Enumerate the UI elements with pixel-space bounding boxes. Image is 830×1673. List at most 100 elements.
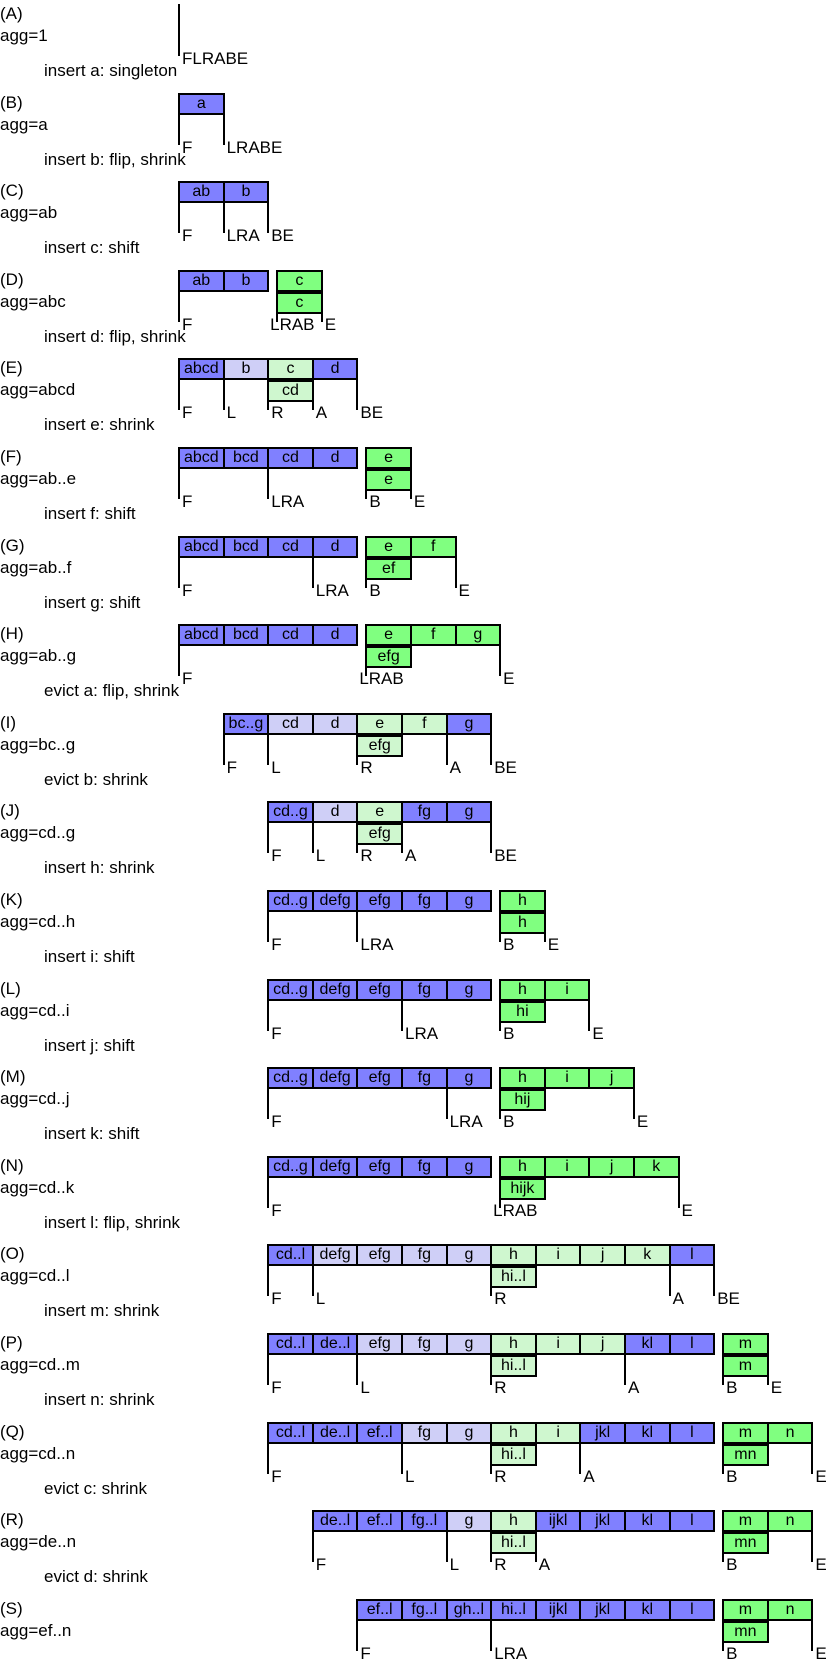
queue-cell: kl — [624, 1510, 671, 1533]
queue-cell: j — [588, 1155, 635, 1178]
pointer-label: L — [226, 403, 237, 423]
queue-cell: c — [267, 358, 314, 381]
pointer-line — [499, 646, 502, 677]
queue-cell: fg — [401, 1421, 448, 1444]
step-label: (S) — [0, 1598, 23, 1618]
queue-cell: g — [445, 978, 493, 1001]
pointer-line — [178, 646, 180, 677]
queue-cell: efg — [356, 978, 403, 1001]
pointer-label: F — [315, 1555, 327, 1575]
queue-cell: fg — [401, 978, 448, 1001]
pointer-label: E — [770, 1378, 783, 1397]
queue-cell: defg — [311, 1244, 359, 1267]
step-label: (K) — [0, 890, 23, 909]
pointer-label: F — [271, 1289, 282, 1309]
pointer-line — [267, 734, 270, 765]
pointer-line — [490, 1532, 493, 1563]
queue-cell: defg — [311, 890, 359, 912]
pointer-label: F — [271, 1378, 282, 1397]
pointer-label: LRA — [405, 1023, 439, 1043]
queue-cell: b — [222, 269, 270, 292]
pointer-label: R — [494, 1378, 507, 1397]
agg-label: agg=de..n — [0, 1532, 77, 1552]
queue-cell: defg — [311, 1155, 359, 1178]
step-label: (P) — [0, 1333, 23, 1352]
queue-cell: cd..g — [267, 801, 314, 824]
queue-cell: g — [454, 624, 502, 647]
pointer-line — [579, 1443, 582, 1474]
pointer-label: A — [449, 757, 461, 777]
queue-cell: efg — [356, 1244, 403, 1267]
queue-cell: hij — [499, 1089, 546, 1112]
queue-cell: k — [632, 1155, 680, 1178]
queue-cell: bcd — [222, 447, 270, 469]
operation-label: insert a: singleton — [44, 61, 178, 80]
pointer-line — [311, 380, 314, 411]
queue-cell: cd — [267, 380, 314, 403]
pointer-label: LRAB — [359, 669, 404, 689]
agg-label: agg=ab..f — [0, 557, 72, 577]
operation-label: insert j: shift — [44, 1035, 135, 1055]
agg-label: agg=ab — [0, 203, 58, 223]
queue-cell: e — [365, 535, 412, 558]
pointer-line — [267, 380, 270, 411]
queue-cell: n — [766, 1421, 814, 1444]
pointer-label: LRAB — [493, 1200, 538, 1220]
pointer-line — [454, 557, 457, 588]
pointer-label: R — [494, 1466, 507, 1486]
queue-cell: fg — [401, 890, 448, 912]
pointer-label: F — [271, 1023, 282, 1043]
queue-cell: l — [668, 1421, 716, 1444]
step-label: (J) — [0, 801, 20, 821]
pointer-line — [267, 1443, 270, 1474]
pointer-label: B — [503, 1112, 515, 1132]
operation-label: insert c: shift — [44, 238, 140, 258]
pointer-line — [356, 380, 359, 411]
operation-label: evict b: shrink — [44, 769, 148, 789]
pointer-label: R — [494, 1289, 507, 1309]
pointer-line — [811, 1532, 814, 1563]
queue-cell: de..l — [311, 1421, 359, 1444]
queue-cell: h — [490, 1510, 537, 1533]
pointer-line — [668, 1266, 671, 1297]
pointer-line — [356, 1620, 359, 1651]
queue-cell: cd — [267, 624, 314, 647]
pointer-label: A — [315, 403, 328, 423]
pointer-label: E — [815, 1466, 827, 1486]
pointer-label: B — [503, 1023, 515, 1043]
queue-cell: l — [668, 1510, 716, 1533]
queue-cell: h — [499, 978, 546, 1001]
operation-label: evict d: shrink — [44, 1567, 148, 1587]
pointer-label: BE — [717, 1289, 740, 1309]
queue-cell: h — [499, 1155, 546, 1178]
pointer-label: B — [369, 492, 381, 511]
step-label: (M) — [0, 1067, 26, 1087]
pointer-line — [267, 1266, 270, 1297]
queue-cell: fg..l — [401, 1598, 448, 1621]
queue-cell: gh..l — [445, 1598, 493, 1621]
queue-cell: c — [276, 269, 323, 292]
pointer-label: B — [726, 1378, 738, 1397]
pointer-line — [588, 1000, 591, 1031]
pointer-label: LRA — [494, 1643, 528, 1663]
step-label: (A) — [0, 4, 23, 23]
pointer-line — [178, 203, 180, 234]
pointer-line — [811, 1620, 814, 1651]
agg-label: agg=ab..g — [0, 646, 77, 666]
pointer-line — [490, 1266, 493, 1297]
queue-cell: k — [624, 1244, 671, 1267]
pointer-line — [490, 1355, 493, 1385]
pointer-label: E — [636, 1112, 649, 1132]
queue-cell: m — [722, 1598, 769, 1621]
queue-cell: g — [445, 801, 493, 824]
agg-label: agg=ab..e — [0, 469, 77, 488]
agg-label: agg=abcd — [0, 380, 76, 400]
queue-cell: n — [766, 1510, 814, 1533]
queue-cell: mn — [722, 1532, 769, 1555]
pointer-label: F — [271, 935, 282, 954]
pointer-label: E — [324, 314, 337, 334]
operation-label: insert e: shrink — [44, 415, 155, 435]
pointer-label: E — [458, 580, 470, 600]
queue-cell: cd..g — [267, 1067, 314, 1090]
